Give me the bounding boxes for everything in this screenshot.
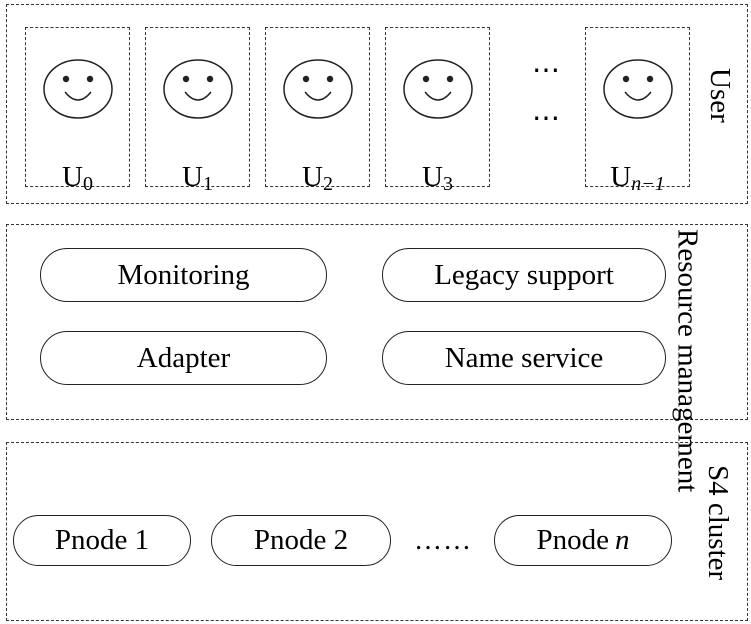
module-legacy-support: Legacy support <box>382 248 666 302</box>
user-card-n-minus-1: Un−1 <box>585 27 690 194</box>
user-card-1: U1 <box>145 27 250 194</box>
pnode-1: Pnode 1 <box>13 515 191 566</box>
user-label-0: U0 <box>62 161 93 195</box>
smiley-face-icon <box>43 59 113 119</box>
user-label-2: U2 <box>302 161 333 195</box>
smiley-face-icon <box>403 59 473 119</box>
smiley-face-icon <box>603 59 673 119</box>
module-adapter: Adapter <box>40 331 327 385</box>
s4-cluster-layer <box>6 442 748 621</box>
resource-management-label: Resource management <box>671 229 704 493</box>
user-layer-label: User <box>704 68 736 123</box>
user-card-2: U2 <box>265 27 370 194</box>
user-label-n-minus-1: Un−1 <box>610 161 665 195</box>
user-label-3: U3 <box>422 161 453 195</box>
user-ellipsis-top: ⋯ <box>532 55 562 86</box>
user-label-1: U1 <box>182 161 213 195</box>
user-layer: U0 U1 U2 U3 ⋯ ⋯ Un−1 <box>6 4 748 204</box>
pnode-ellipsis: …… <box>414 525 472 556</box>
pnode-2: Pnode 2 <box>211 515 391 566</box>
user-card-3: U3 <box>385 27 490 194</box>
s4-cluster-label: S4 cluster <box>702 465 734 581</box>
resource-management-layer <box>6 224 748 420</box>
module-name-service: Name service <box>382 331 666 385</box>
module-monitoring: Monitoring <box>40 248 327 302</box>
smiley-face-icon <box>163 59 233 119</box>
user-ellipsis-bottom: ⋯ <box>532 103 562 134</box>
smiley-face-icon <box>283 59 353 119</box>
user-card-0: U0 <box>25 27 130 194</box>
